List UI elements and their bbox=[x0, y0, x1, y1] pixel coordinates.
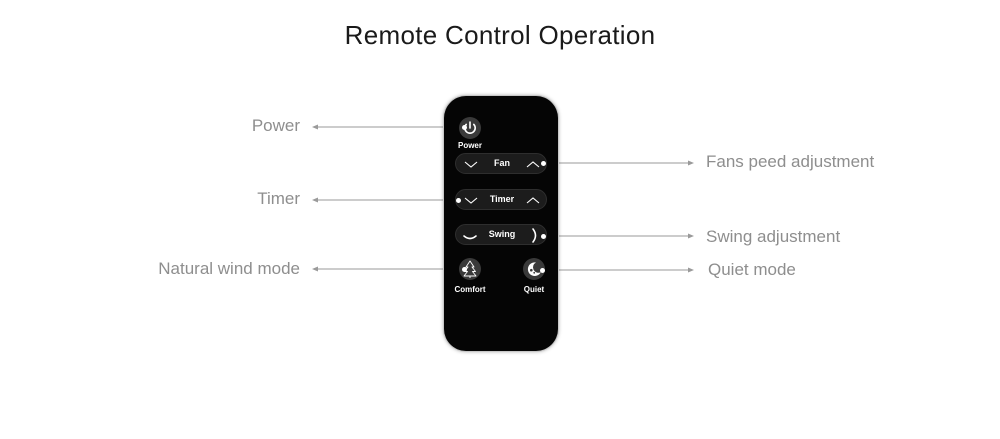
swing-arrowhead bbox=[688, 233, 694, 239]
swing-label: Swing bbox=[488, 229, 516, 239]
power-button-label: Power bbox=[457, 141, 482, 150]
timer-label: Timer bbox=[489, 194, 515, 204]
quiet-button[interactable] bbox=[523, 258, 545, 280]
remote-control bbox=[444, 96, 558, 351]
power-callout: Power bbox=[251, 116, 300, 135]
chevron-up-icon bbox=[526, 197, 540, 204]
timer-control[interactable]: Timer bbox=[455, 189, 547, 210]
fan-speed-arrowhead bbox=[688, 160, 694, 166]
quiet-button-label: Quiet bbox=[523, 285, 545, 294]
comfort-button-label: Comfort bbox=[454, 285, 486, 294]
timer-arrowhead bbox=[312, 197, 318, 203]
quiet-arrowhead bbox=[688, 267, 694, 273]
chevron-down-icon bbox=[464, 197, 478, 204]
swing-left-icon bbox=[463, 235, 477, 240]
chevron-up-icon bbox=[526, 161, 540, 168]
comfort-button[interactable] bbox=[459, 258, 481, 280]
quiet-callout: Quiet mode bbox=[708, 260, 796, 279]
swing-callout: Swing adjustment bbox=[706, 227, 841, 246]
timer-callout: Timer bbox=[257, 189, 300, 208]
page-title: Remote Control Operation bbox=[344, 20, 656, 50]
fan-speed-control[interactable]: Fan bbox=[455, 153, 547, 174]
comfort-callout-dot bbox=[462, 267, 467, 272]
swing-right-icon bbox=[532, 228, 537, 243]
quiet-callout-dot bbox=[540, 268, 545, 273]
timer-callout-dot bbox=[456, 198, 461, 203]
chevron-down-icon bbox=[464, 161, 478, 168]
moon-icon bbox=[527, 262, 541, 276]
fan-speed-callout: Fans peed adjustment bbox=[706, 152, 875, 171]
natural-wind-callout: Natural wind mode bbox=[158, 259, 300, 278]
power-button[interactable] bbox=[459, 117, 481, 139]
tree-icon bbox=[463, 260, 477, 278]
swing-control[interactable]: Swing bbox=[455, 224, 547, 245]
fan-callout-dot bbox=[541, 161, 546, 166]
swing-callout-dot bbox=[541, 234, 546, 239]
natural-wind-arrowhead bbox=[312, 266, 318, 272]
power-arrowhead bbox=[312, 124, 318, 130]
power-callout-dot bbox=[462, 125, 467, 130]
fan-label: Fan bbox=[493, 158, 510, 168]
